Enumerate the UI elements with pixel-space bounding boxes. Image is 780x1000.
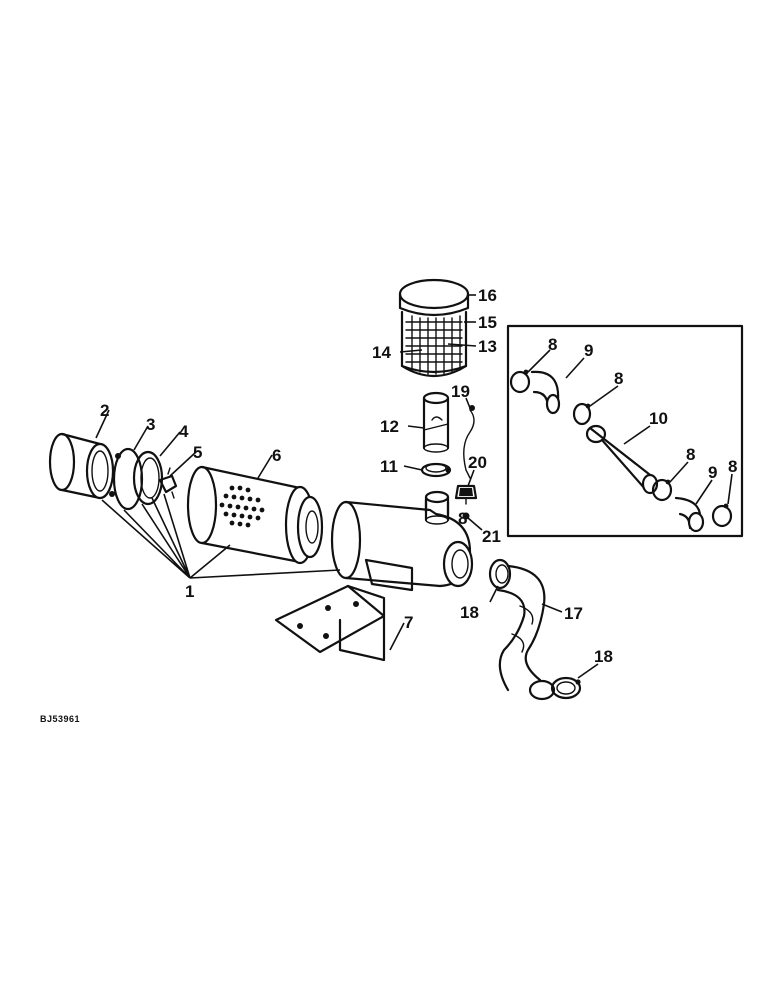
callout-labels: 2 3 4 5 6 1 7 12 11 14 13 15 16 19 20 21… xyxy=(40,286,737,724)
callout-8-b: 8 xyxy=(614,369,623,388)
callout-1: 1 xyxy=(185,582,194,601)
part-9-elbow-lower xyxy=(674,496,705,533)
part-18-clamp-lower xyxy=(550,676,582,700)
callout-9-b: 9 xyxy=(708,463,717,482)
part-15-precleaner-screen xyxy=(400,310,468,377)
callout-20: 20 xyxy=(468,453,487,472)
part-6-filter-element xyxy=(186,465,324,565)
part-11-hose-clamp xyxy=(420,462,452,478)
callout-11: 11 xyxy=(380,457,398,476)
callout-19: 19 xyxy=(451,382,470,401)
callout-8-d: 8 xyxy=(728,457,737,476)
part-8-clamp-c xyxy=(651,478,673,502)
callout-5: 5 xyxy=(193,443,202,462)
callout-10: 10 xyxy=(649,409,668,428)
filter-perforation-pattern xyxy=(219,485,265,528)
outlet-tube xyxy=(424,490,450,525)
part-7-mounting-bracket xyxy=(274,558,414,662)
callout-14: 14 xyxy=(372,343,391,362)
callout-18-lower: 18 xyxy=(594,647,613,666)
part-21-fitting xyxy=(462,512,470,520)
callout-9-a: 9 xyxy=(584,341,593,360)
drawing-code: BJ53961 xyxy=(40,714,80,724)
part-18-clamp-upper xyxy=(488,558,512,590)
leader-lines xyxy=(95,294,733,679)
part-16-precleaner-cap xyxy=(398,278,470,317)
air-cleaner-body xyxy=(330,498,474,588)
part-10-straight-tube xyxy=(585,424,659,495)
callout-8-a: 8 xyxy=(548,335,557,354)
callout-12: 12 xyxy=(380,417,399,436)
callout-21: 21 xyxy=(482,527,501,546)
part-2-inlet-ring xyxy=(48,432,115,500)
part-8-clamp-d xyxy=(711,503,733,528)
remote-mount-kit-inset xyxy=(506,324,744,538)
part-8-clamp-a xyxy=(509,369,531,394)
callout-16: 16 xyxy=(478,286,497,305)
part-20-restriction-indicator xyxy=(454,484,478,505)
part-9-elbow-upper xyxy=(530,370,561,415)
callout-7: 7 xyxy=(404,613,413,632)
callout-3: 3 xyxy=(146,415,155,434)
callout-6: 6 xyxy=(272,446,281,465)
callout-4: 4 xyxy=(179,422,189,441)
callout-15: 15 xyxy=(478,313,497,332)
part-8-clamp-b xyxy=(572,402,592,426)
part-12-precleaner-tube xyxy=(422,391,450,453)
callout-8-e: 8 xyxy=(458,509,467,528)
callout-18-upper: 18 xyxy=(460,603,479,622)
part-19-sensor-wire xyxy=(463,405,475,479)
part-4-clamp-ring xyxy=(132,450,164,506)
callout-17: 17 xyxy=(564,604,583,623)
part-3-band-clamp xyxy=(109,447,144,511)
part-17-elbow-hose xyxy=(496,564,556,701)
callout-8-c: 8 xyxy=(686,445,695,464)
screen-mesh xyxy=(405,315,463,375)
part-5-wing-nut xyxy=(158,467,178,499)
callout-2: 2 xyxy=(100,401,109,420)
callout-13: 13 xyxy=(478,337,497,356)
